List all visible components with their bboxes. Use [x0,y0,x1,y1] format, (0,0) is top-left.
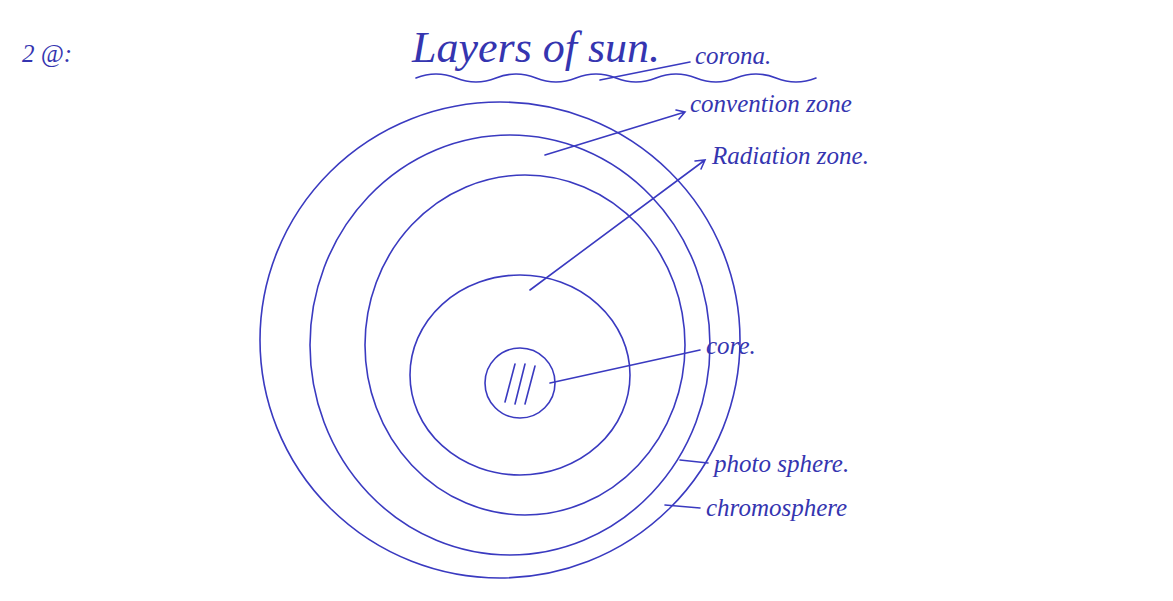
diagram-title: Layers of sun. [412,24,660,72]
title-underline [416,74,816,82]
leader-line [550,350,700,383]
photosphere-ring [365,175,685,515]
chromosphere-ring [310,135,710,555]
leader-arrow [530,160,705,290]
layer-label: Radiation zone. [712,142,869,170]
core-hatching [505,364,535,404]
leader-arrow [545,110,685,155]
layer-label: chromosphere [706,494,847,522]
core-circle [485,348,555,418]
corona-ring [260,102,740,578]
layer-label: corona. [695,42,771,70]
leader-line [680,460,708,463]
section-number: 2 @: [22,40,72,68]
layer-label: photo sphere. [714,450,849,478]
radiation-ring [410,275,630,475]
layer-label: core. [706,332,756,360]
layer-label: convention zone [690,90,852,118]
leader-line [665,505,700,508]
